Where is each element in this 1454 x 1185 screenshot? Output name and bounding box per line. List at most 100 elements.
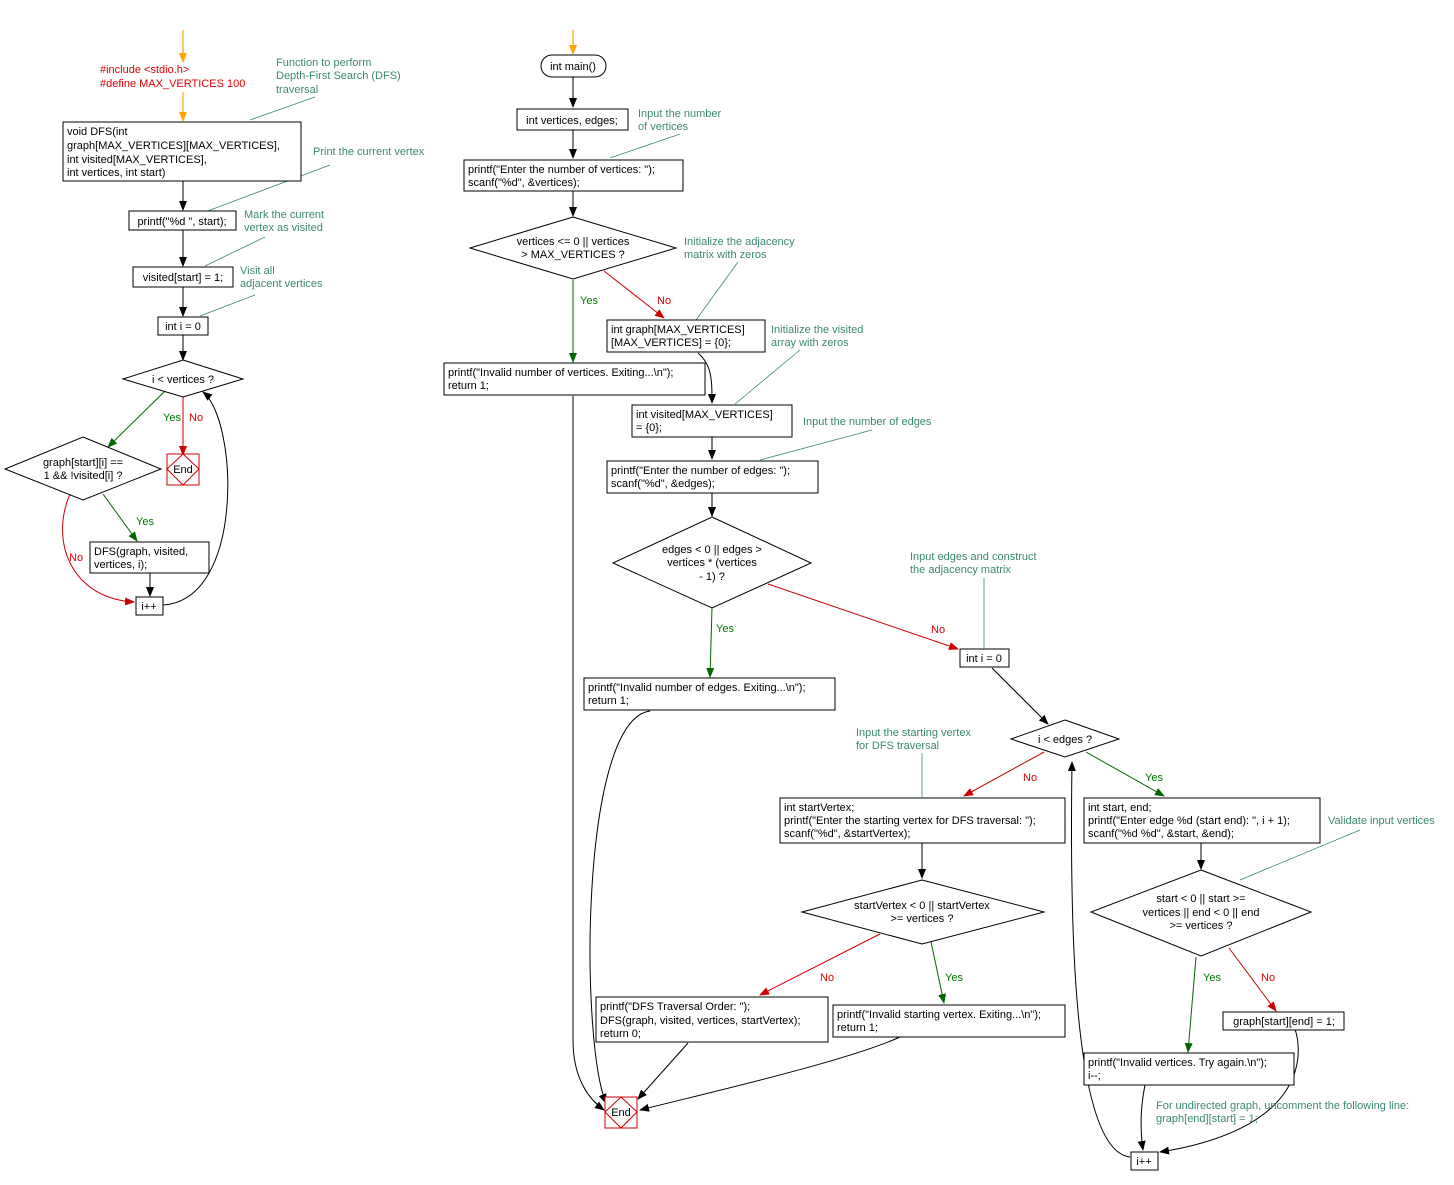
define-line: #define MAX_VERTICES 100 (100, 78, 245, 90)
svg-text:printf("Invalid number of edge: printf("Invalid number of edges. Exiting… (588, 682, 806, 694)
svg-text:int i = 0: int i = 0 (966, 653, 1002, 665)
svg-text:- 1) ?: - 1) ? (699, 571, 725, 583)
no-arrow (759, 933, 881, 996)
main-start-node: int main() (540, 54, 607, 78)
svg-text:printf("Invalid starting verte: printf("Invalid starting vertex. Exiting… (837, 1009, 1041, 1021)
svg-text:visited[start] = 1;: visited[start] = 1; (143, 272, 223, 284)
no-label: No (1023, 772, 1037, 784)
svg-text:matrix with zeros: matrix with zeros (684, 249, 767, 261)
svg-text:vertices || end < 0 || end: vertices || end < 0 || end (1143, 907, 1260, 919)
vertices-check-decision: vertices <= 0 || vertices > MAX_VERTICES… (468, 216, 678, 280)
yes-label: Yes (945, 972, 963, 984)
svg-text:edges < 0 || edges >: edges < 0 || edges > (662, 544, 762, 556)
svg-text:start < 0 || start >=: start < 0 || start >= (1156, 893, 1245, 905)
svg-text:Input the starting vertex: Input the starting vertex (856, 727, 971, 739)
no-arrow (1228, 947, 1277, 1012)
svg-text:printf("%d ", start);: printf("%d ", start); (137, 216, 226, 228)
dfs-increment-box: i++ (135, 596, 164, 616)
yes-label: Yes (580, 295, 598, 307)
visited-decl-box: int visited[MAX_VERTICES] = {0}; (631, 404, 793, 438)
yes-label: Yes (136, 516, 154, 528)
main-end-node: End (604, 1096, 638, 1129)
flow-arrow (637, 1042, 689, 1100)
svg-text:vertex as visited: vertex as visited (244, 222, 323, 234)
loop-increment-box: i++ (1130, 1151, 1159, 1171)
flow-arrow (697, 352, 716, 404)
loop-back-arrow (162, 391, 229, 606)
no-label: No (69, 552, 83, 564)
yes-arrow (102, 493, 138, 542)
svg-text:Initialize the visited: Initialize the visited (771, 324, 863, 336)
invalid-edges-box: printf("Invalid number of edges. Exiting… (583, 677, 836, 711)
svg-text:End: End (173, 464, 193, 476)
no-label: No (820, 972, 834, 984)
loop-init-box: int i = 0 (959, 648, 1010, 668)
edges-loop-decision: i < edges ? (1009, 719, 1121, 758)
svg-text:adjacent vertices: adjacent vertices (240, 278, 323, 290)
svg-text:graph[start][i] ==: graph[start][i] == (43, 457, 123, 469)
svg-text:int graph[MAX_VERTICES]: int graph[MAX_VERTICES] (611, 324, 745, 336)
svg-text:Mark the current: Mark the current (244, 209, 324, 221)
no-arrow (963, 751, 1045, 797)
svg-text:>= vertices ?: >= vertices ? (891, 913, 954, 925)
yes-arrow (107, 390, 166, 448)
svg-text:i < edges ?: i < edges ? (1038, 734, 1092, 746)
main-decl-box: int vertices, edges; (516, 108, 629, 131)
svg-text:int start, end;: int start, end; (1088, 802, 1152, 814)
invalid-edge-box: printf("Invalid vertices. Try again.\n")… (1083, 1052, 1295, 1086)
start-vertex-decision: startVertex < 0 || startVertex >= vertic… (800, 879, 1046, 945)
do-dfs-box: printf("DFS Traversal Order: "); DFS(gra… (595, 996, 829, 1043)
no-label: No (1261, 972, 1275, 984)
svg-text:printf("Invalid vertices. Try: printf("Invalid vertices. Try again.\n")… (1088, 1057, 1267, 1069)
svg-text:Input edges and construct: Input edges and construct (910, 551, 1037, 563)
comment-input-edges: Input the number of edges (803, 416, 932, 428)
svg-text:scanf("%d %d", &start, &end);: scanf("%d %d", &start, &end); (1088, 828, 1234, 840)
flow-arrow (639, 1036, 901, 1112)
svg-text:For undirected graph, uncommen: For undirected graph, uncomment the foll… (1156, 1100, 1409, 1112)
yes-arrow (706, 607, 715, 678)
svg-text:return 1;: return 1; (448, 380, 489, 392)
svg-text:printf("Enter the starting ver: printf("Enter the starting vertex for DF… (784, 815, 1036, 827)
no-arrow (62, 493, 135, 606)
comment-construct-matrix: Input edges and construct the adjacency … (910, 551, 1037, 576)
svg-text:= {0};: = {0}; (636, 422, 662, 434)
svg-text:End: End (611, 1107, 631, 1119)
comment-init-visited: Initialize the visited array with zeros (771, 324, 863, 349)
svg-text:int main(): int main() (550, 61, 596, 73)
dfs-end-node: End (166, 453, 200, 486)
yes-arrow (930, 941, 947, 1004)
yes-label: Yes (163, 412, 181, 424)
svg-text:Depth-First Search (DFS): Depth-First Search (DFS) (276, 70, 401, 82)
svg-text:scanf("%d", &vertices);: scanf("%d", &vertices); (468, 177, 580, 189)
svg-text:> MAX_VERTICES ?: > MAX_VERTICES ? (521, 249, 624, 261)
comment-init-adjacency: Initialize the adjacency matrix with zer… (684, 236, 795, 261)
flow-arrow (1137, 1084, 1146, 1151)
svg-text:vertices <= 0 || vertices: vertices <= 0 || vertices (517, 236, 630, 248)
svg-text:graph[end][start] = 1;: graph[end][start] = 1; (1156, 1113, 1258, 1125)
svg-text:printf("Enter the number of ed: printf("Enter the number of edges: "); (611, 465, 790, 477)
comment-undirected: For undirected graph, uncomment the foll… (1156, 1100, 1409, 1125)
svg-text:int vertices, int start): int vertices, int start) (67, 167, 165, 179)
svg-text:graph[start][end] = 1;: graph[start][end] = 1; (1233, 1016, 1335, 1028)
start-vertex-box: int startVertex; printf("Enter the start… (779, 797, 1066, 844)
dfs-init-box: int i = 0 (157, 316, 209, 336)
no-label: No (931, 624, 945, 636)
set-edge-box: graph[start][end] = 1; (1222, 1011, 1345, 1031)
input-vertices-box: printf("Enter the number of vertices: ")… (463, 159, 684, 192)
flow-arrow (991, 667, 1049, 725)
svg-text:printf("Invalid number of vert: printf("Invalid number of vertices. Exit… (448, 367, 673, 379)
svg-text:scanf("%d", &startVertex);: scanf("%d", &startVertex); (784, 828, 910, 840)
svg-text:int startVertex;: int startVertex; (784, 802, 854, 814)
comment-leaders (199, 96, 1361, 881)
svg-text:Visit all: Visit all (240, 265, 275, 277)
svg-text:return 0;: return 0; (600, 1028, 641, 1040)
svg-text:i < vertices ?: i < vertices ? (152, 374, 214, 386)
svg-text:>= vertices ?: >= vertices ? (1170, 920, 1233, 932)
invalid-start-box: printf("Invalid starting vertex. Exiting… (832, 1004, 1066, 1038)
input-edges-box: printf("Enter the number of edges: "); s… (606, 460, 819, 494)
include-line: #include <stdio.h> (100, 64, 189, 76)
svg-text:vertices * (vertices: vertices * (vertices (667, 557, 757, 569)
svg-text:vertices, i);: vertices, i); (94, 559, 147, 571)
yes-arrow (1184, 956, 1197, 1053)
